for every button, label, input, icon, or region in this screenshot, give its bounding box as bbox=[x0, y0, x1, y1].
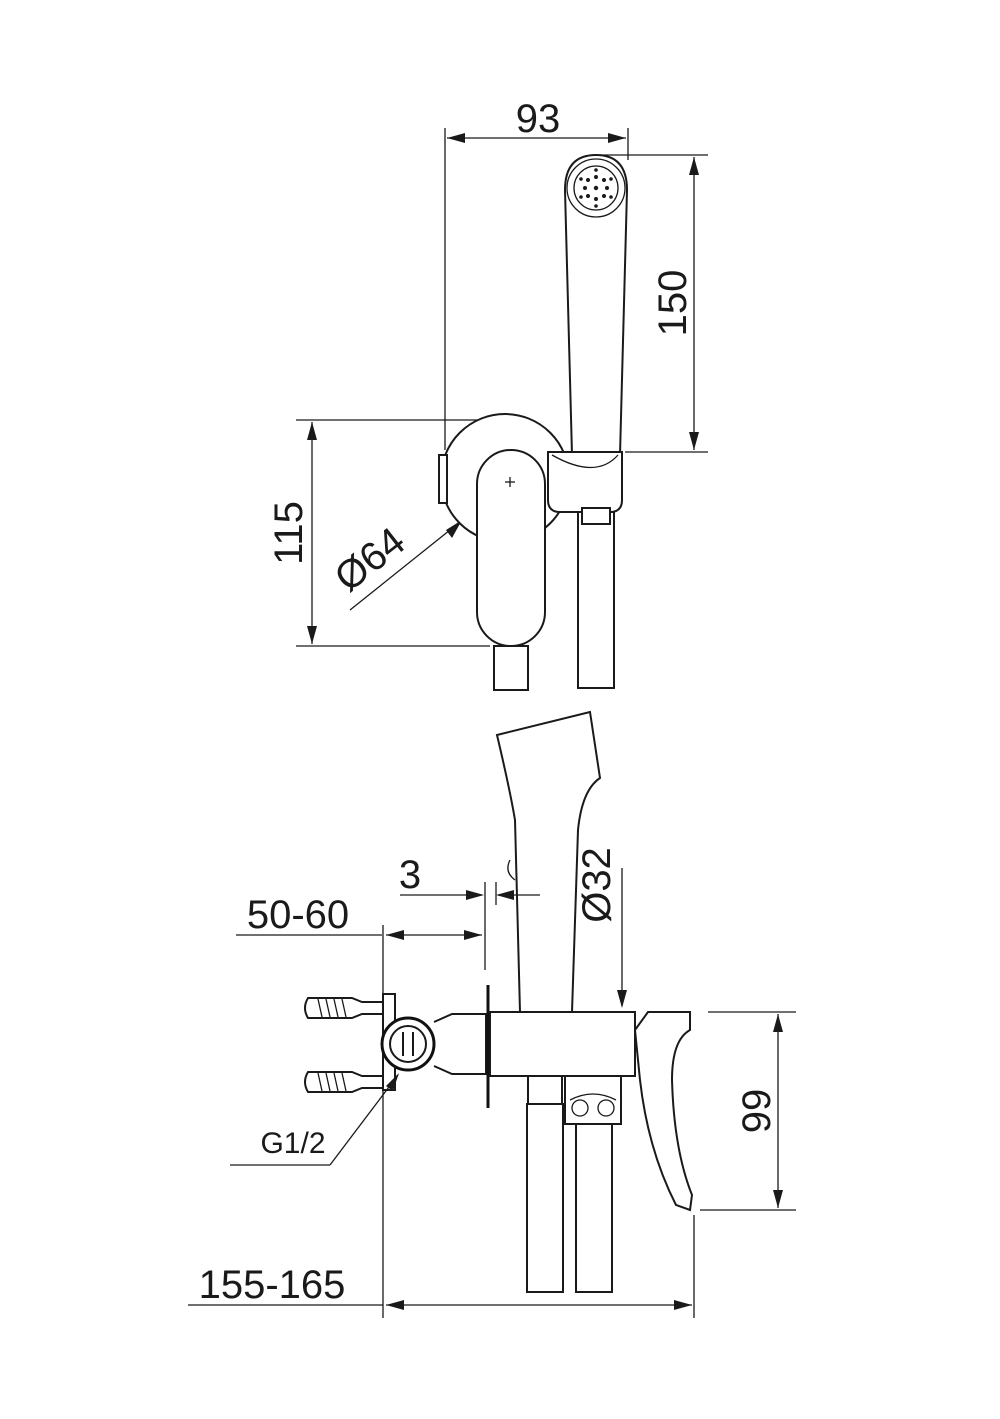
dimension-d32: Ø32 bbox=[575, 847, 627, 1008]
lever-handle-side bbox=[633, 1011, 694, 1212]
wall-anchor-top bbox=[304, 997, 384, 1019]
dimension-115: 115 bbox=[267, 419, 520, 647]
dimension-50-60-label: 50-60 bbox=[247, 893, 349, 937]
dimension-115-label: 115 bbox=[267, 501, 311, 565]
dimension-3-label: 3 bbox=[399, 853, 421, 897]
hose-supply-side bbox=[526, 1103, 564, 1293]
wall-anchor-bottom bbox=[304, 1071, 384, 1093]
dimension-d32-label: Ø32 bbox=[575, 847, 619, 923]
dimension-g12: G1/2 bbox=[230, 1073, 399, 1166]
dimension-155-165: 155-165 bbox=[188, 1215, 695, 1318]
spray-nozzles bbox=[579, 168, 613, 208]
hand-shower-front bbox=[563, 153, 629, 456]
dimension-99-label: 99 bbox=[735, 1089, 779, 1134]
hose-shower-side bbox=[575, 1123, 613, 1293]
hose-shower-front bbox=[577, 511, 615, 689]
front-view: 93 150 115 Ø64 bbox=[267, 97, 708, 691]
hose-supply-front bbox=[493, 645, 529, 691]
dimension-d64-label: Ø64 bbox=[327, 519, 414, 600]
dimension-g12-label: G1/2 bbox=[260, 1127, 325, 1160]
dimension-93: 93 bbox=[444, 97, 629, 450]
dimension-d64: Ø64 bbox=[327, 519, 462, 611]
rosette-edge bbox=[438, 454, 448, 504]
valve-body-side bbox=[489, 1011, 636, 1077]
dimension-150: 150 bbox=[600, 154, 708, 453]
dimension-50-60: 50-60 bbox=[236, 893, 482, 940]
dimension-150-label: 150 bbox=[651, 270, 695, 337]
inlet-fitting bbox=[380, 1013, 487, 1075]
shower-connector-side bbox=[564, 1075, 622, 1125]
lever-handle-front bbox=[476, 449, 546, 647]
dimension-155-165-label: 155-165 bbox=[199, 1263, 346, 1307]
dimension-99: 99 bbox=[700, 1011, 796, 1211]
dimension-93-label: 93 bbox=[516, 97, 561, 141]
side-view: 3 50-60 Ø32 bbox=[188, 710, 796, 1318]
dimension-3: 3 bbox=[399, 853, 540, 970]
